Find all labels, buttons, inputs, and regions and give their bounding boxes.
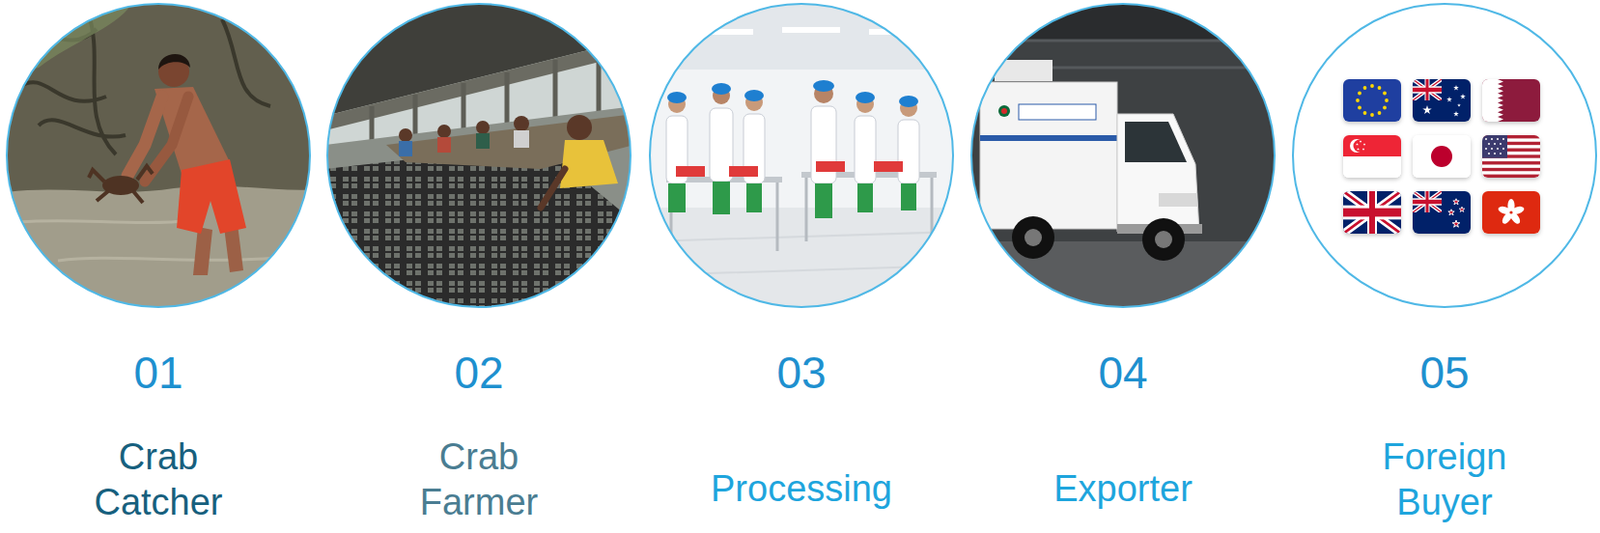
step-label: Foreign Buyer: [1338, 434, 1551, 527]
step-label: Crab Farmer: [382, 434, 576, 527]
step-number: 03: [646, 345, 956, 400]
processing-photo: [647, 1, 957, 314]
flag-grid: [1343, 79, 1541, 234]
catcher-photo: [0, 0, 319, 319]
step-number: 04: [968, 345, 1278, 400]
step-number: 02: [324, 345, 634, 400]
step-label: Crab Catcher: [61, 434, 255, 527]
photo-ring: [649, 3, 954, 308]
step-node: 02Crab Farmer: [324, 0, 634, 533]
photo-ring: [327, 3, 631, 308]
step-number: 01: [3, 345, 313, 400]
step-node: 01Crab Catcher: [3, 0, 313, 533]
photo-ring: [1292, 3, 1597, 308]
photo-ring: [6, 3, 310, 308]
step-number: 05: [1290, 345, 1600, 400]
truck-photo: [969, 1, 1279, 311]
farm-photo: [325, 1, 635, 311]
photo-ring: [971, 3, 1275, 308]
step-label: Exporter: [978, 466, 1268, 513]
step-node: 04Exporter: [968, 0, 1278, 533]
step-label: Processing: [656, 466, 947, 513]
step-node: 05Foreign Buyer: [1290, 0, 1600, 533]
step-node: 03Processing: [646, 0, 956, 533]
